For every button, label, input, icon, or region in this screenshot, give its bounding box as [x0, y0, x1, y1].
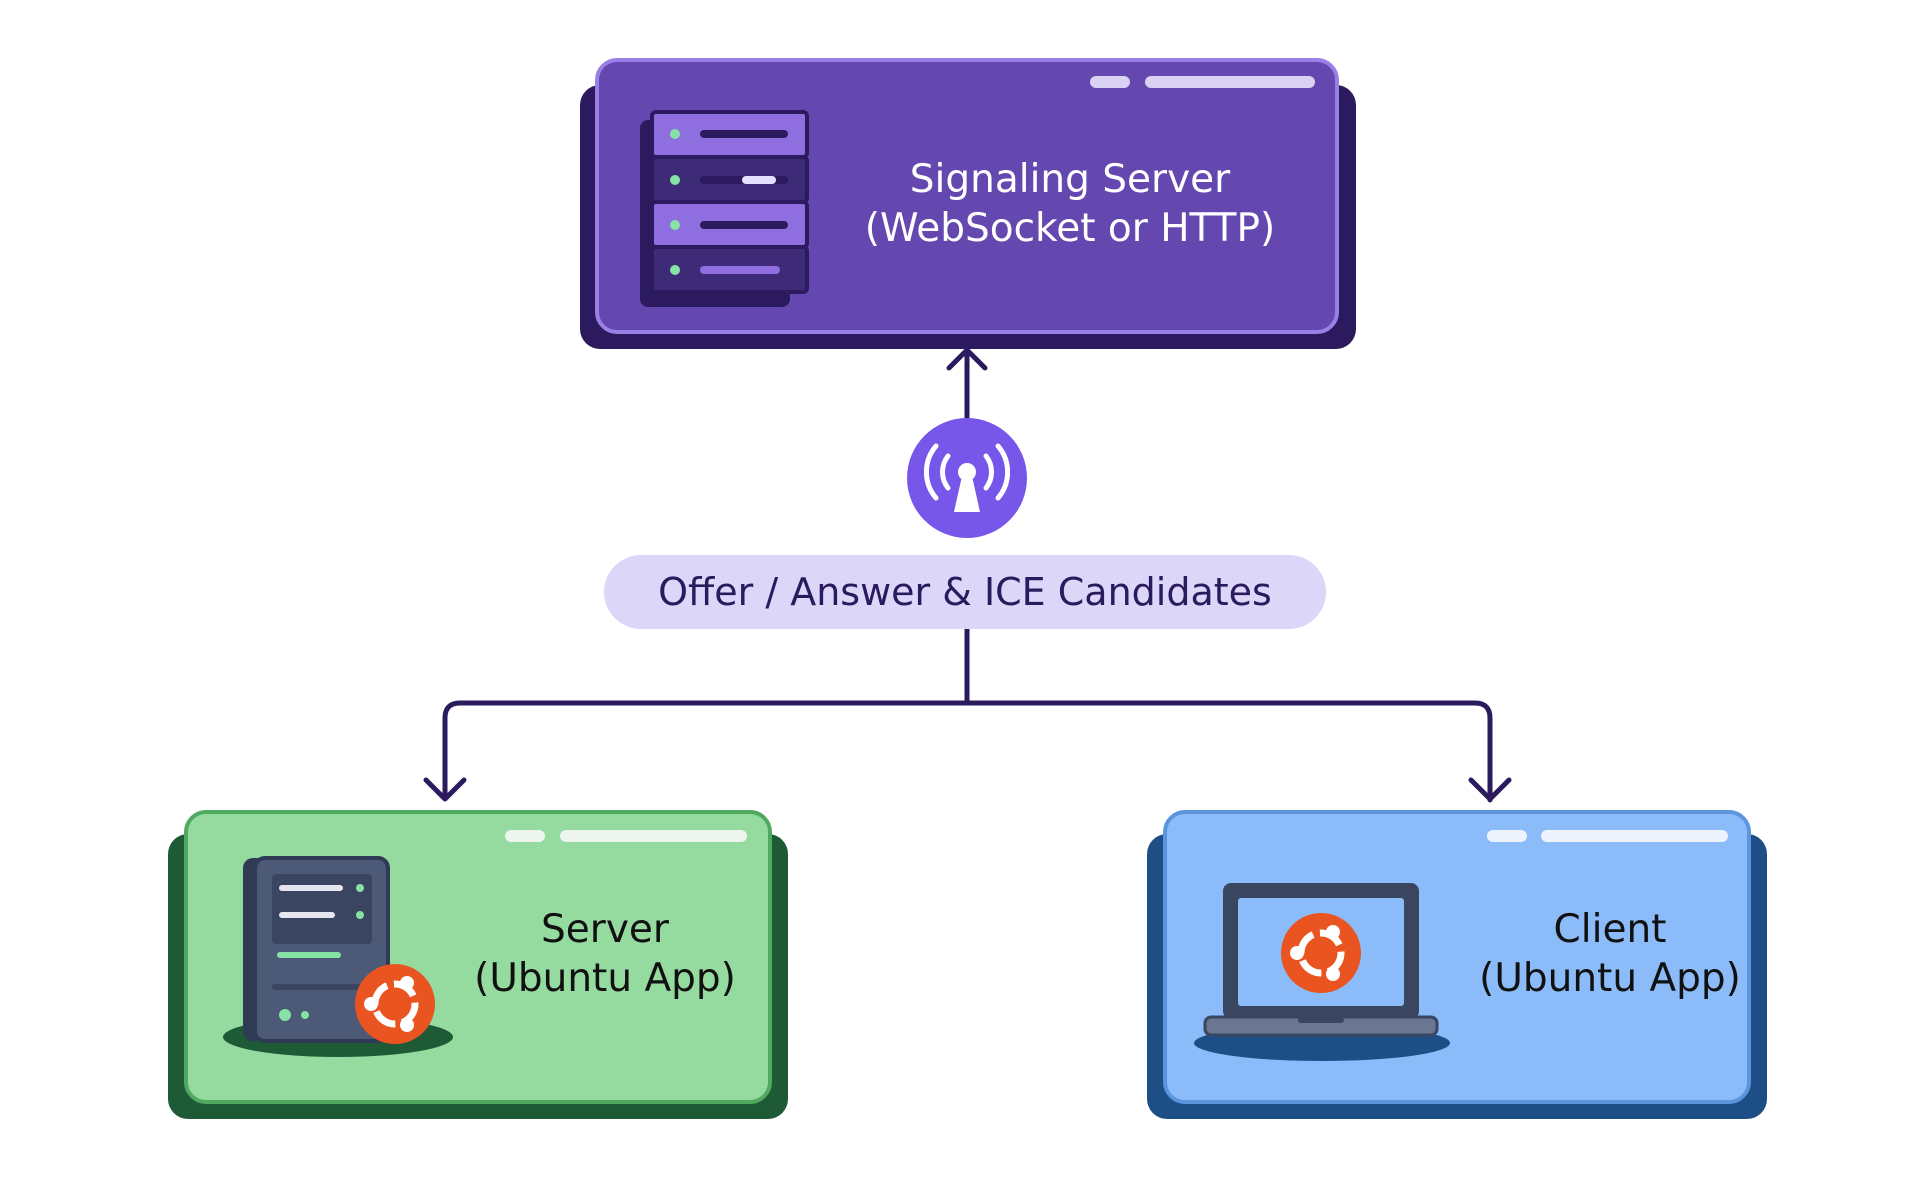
signaling-server-subtitle: (WebSocket or HTTP): [864, 206, 1276, 251]
signaling-server-title: Signaling Server: [909, 157, 1231, 203]
window-bar-long: [1541, 830, 1728, 842]
laptop-ubuntu-icon: [1194, 883, 1450, 1061]
client-node-title: Client: [1553, 907, 1667, 953]
signaling-server-label: Signaling Server (WebSocket or HTTP): [840, 150, 1300, 260]
client-node-label: Client (Ubuntu App): [1460, 900, 1760, 1010]
antenna-icon: [907, 418, 1027, 538]
window-bar-long: [560, 830, 747, 842]
server-node-title: Server: [541, 907, 669, 953]
connector-lines: [423, 347, 1512, 803]
server-tower-ubuntu-icon: [223, 856, 453, 1057]
window-bar-long: [1145, 76, 1315, 88]
client-node-subtitle: (Ubuntu App): [1479, 956, 1741, 1001]
server-node-subtitle: (Ubuntu App): [474, 956, 736, 1001]
message-label: Offer / Answer & ICE Candidates: [658, 570, 1272, 614]
window-bar-short: [505, 830, 545, 842]
window-bar-short: [1090, 76, 1130, 88]
server-node-label: Server (Ubuntu App): [455, 900, 755, 1010]
server-rack-icon: [640, 110, 809, 307]
window-bar-short: [1487, 830, 1527, 842]
message-pill: Offer / Answer & ICE Candidates: [604, 555, 1326, 629]
